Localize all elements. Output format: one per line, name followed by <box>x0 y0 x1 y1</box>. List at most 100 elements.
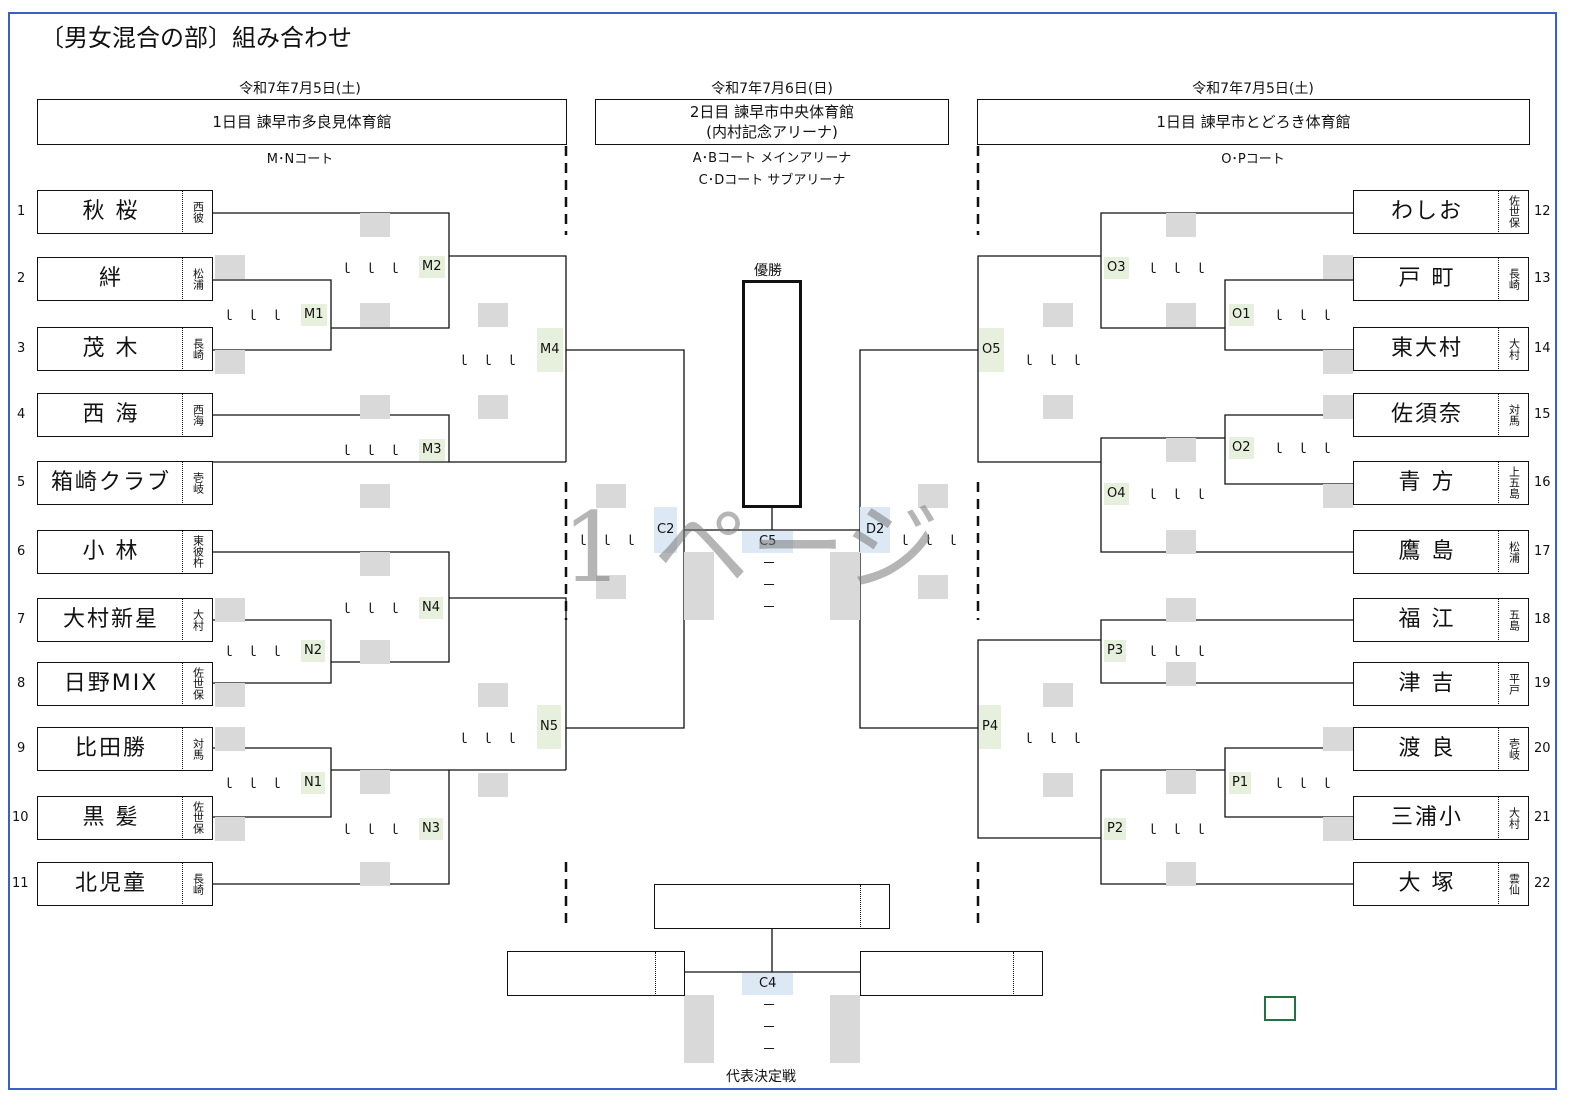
match-P4[interactable]: P4 <box>979 705 1002 749</box>
champion-label: 優勝 <box>754 263 782 279</box>
team-number: 16 <box>1534 475 1551 490</box>
gray-cell <box>1166 530 1196 554</box>
left-team-box[interactable]: 茂 木長崎 <box>37 327 213 371</box>
score-ticks: ｌｌｌ <box>222 309 295 324</box>
gray-cell <box>215 727 245 751</box>
team-name: 青 方 <box>1398 470 1456 495</box>
gray-cell <box>1166 438 1196 462</box>
rep-box-left[interactable] <box>507 951 685 996</box>
team-region: 壱岐 <box>1498 728 1528 769</box>
left-team-box[interactable]: 大村新星大村 <box>37 598 213 642</box>
match-C2[interactable]: C2 <box>654 507 678 553</box>
team-name: 渡 良 <box>1398 736 1456 761</box>
gray-cell <box>918 575 948 599</box>
match-D2[interactable]: D2 <box>860 507 891 553</box>
right-team-box[interactable]: 東大村大村 <box>1353 327 1529 371</box>
right-team-box[interactable]: 佐須奈対馬 <box>1353 393 1529 437</box>
right-team-box[interactable]: 鷹 島松浦 <box>1353 530 1529 574</box>
team-region: 東彼杵 <box>182 531 212 572</box>
left-team-box[interactable]: 絆松浦 <box>37 257 213 301</box>
sheet-frame <box>8 12 1557 1090</box>
left-venue: 1日目 諫早市多良見体育館 <box>37 99 567 145</box>
right-team-box[interactable]: わしお佐世保 <box>1353 190 1529 234</box>
right-team-box[interactable]: 戸 町長崎 <box>1353 257 1529 301</box>
match-N4[interactable]: N4 <box>419 597 443 619</box>
match-C4[interactable]: C4 <box>742 973 794 995</box>
gray-cell <box>830 552 860 620</box>
gray-cell <box>360 770 390 794</box>
gray-cell <box>360 484 390 508</box>
match-N3[interactable]: N3 <box>419 818 443 840</box>
right-team-box[interactable]: 福 江五島 <box>1353 598 1529 642</box>
gray-cell <box>1166 213 1196 237</box>
match-M4[interactable]: M4 <box>537 328 563 372</box>
rep-box-top[interactable] <box>654 884 890 929</box>
match-O3[interactable]: O3 <box>1104 257 1129 279</box>
match-O5[interactable]: O5 <box>979 328 1004 372</box>
match-M3[interactable]: M3 <box>419 439 445 461</box>
team-region: 雲仙 <box>1498 863 1528 904</box>
team-number: 13 <box>1534 271 1551 286</box>
team-region: 大村 <box>1498 328 1528 369</box>
team-region: 西海 <box>182 394 212 435</box>
match-P3[interactable]: P3 <box>1104 640 1127 662</box>
right-team-box[interactable]: 三浦小大村 <box>1353 796 1529 840</box>
match-N5[interactable]: N5 <box>537 705 561 749</box>
team-number: 21 <box>1534 810 1551 825</box>
team-number: 20 <box>1534 741 1551 756</box>
score-ticks: ｌｌｌ <box>898 534 971 549</box>
champion-box[interactable] <box>742 280 802 508</box>
right-team-box[interactable]: 大 塚雲仙 <box>1353 862 1529 906</box>
line-p3-p4 <box>977 639 1101 839</box>
match-M1[interactable]: M1 <box>301 304 327 326</box>
line-t13-o1 <box>1224 279 1353 351</box>
match-N1[interactable]: N1 <box>301 772 325 794</box>
selected-cell[interactable] <box>1264 996 1296 1021</box>
team-region: 対馬 <box>1498 394 1528 435</box>
team-region: 長崎 <box>1498 258 1528 299</box>
sheet-title: 〔男女混合の部〕組み合わせ <box>40 24 352 52</box>
gray-cell <box>918 484 948 508</box>
gray-cell <box>1166 303 1196 327</box>
gray-cell <box>360 862 390 886</box>
left-team-box[interactable]: 比田勝 対馬 <box>37 727 213 771</box>
score-ticks: ｌｌｌ <box>1022 732 1095 747</box>
line-p1-p2 <box>1100 769 1353 885</box>
left-team-box[interactable]: 黒 髪佐世保 <box>37 796 213 840</box>
line-n1-n3 <box>213 769 450 885</box>
match-O1[interactable]: O1 <box>1229 304 1254 326</box>
left-court: M･Nコート <box>266 152 334 167</box>
left-team-box[interactable]: 北児童長崎 <box>37 862 213 906</box>
team-name: わしお <box>1390 199 1463 224</box>
score-ticks: ｌｌｌ <box>1146 488 1219 503</box>
line-m2-m4 <box>449 255 567 462</box>
gray-cell <box>1166 662 1196 686</box>
team-region: 長崎 <box>182 328 212 369</box>
left-team-box[interactable]: 西 海西海 <box>37 393 213 437</box>
match-M2[interactable]: M2 <box>419 256 445 278</box>
team-region: 対馬 <box>182 728 212 769</box>
team-name: 比田勝 <box>74 736 147 761</box>
match-P2[interactable]: P2 <box>1104 818 1127 840</box>
left-team-box[interactable]: 小 林東彼杵 <box>37 530 213 574</box>
match-P1[interactable]: P1 <box>1229 772 1252 794</box>
left-team-box[interactable]: 箱崎クラブ壱岐 <box>37 461 213 505</box>
team-number: 14 <box>1534 341 1551 356</box>
match-C5[interactable]: C5 <box>742 531 794 553</box>
line-t9-n1 <box>213 747 332 818</box>
right-team-box[interactable]: 渡 良 壱岐 <box>1353 727 1529 771</box>
rep-box-right[interactable] <box>860 951 1043 996</box>
match-N2[interactable]: N2 <box>301 640 325 662</box>
team-name: 福 江 <box>1398 607 1456 632</box>
right-team-box[interactable]: 津 吉平戸 <box>1353 662 1529 706</box>
gray-cell <box>215 255 245 279</box>
left-team-box[interactable]: 秋 桜西彼 <box>37 190 213 234</box>
center-date: 令和7年7月6日(日) <box>711 81 833 97</box>
right-team-box[interactable]: 青 方上五島 <box>1353 461 1529 505</box>
gray-cell <box>215 350 245 374</box>
gray-cell <box>1166 862 1196 886</box>
match-O4[interactable]: O4 <box>1104 483 1129 505</box>
match-O2[interactable]: O2 <box>1229 437 1254 459</box>
line-o2-o4 <box>1100 437 1353 553</box>
